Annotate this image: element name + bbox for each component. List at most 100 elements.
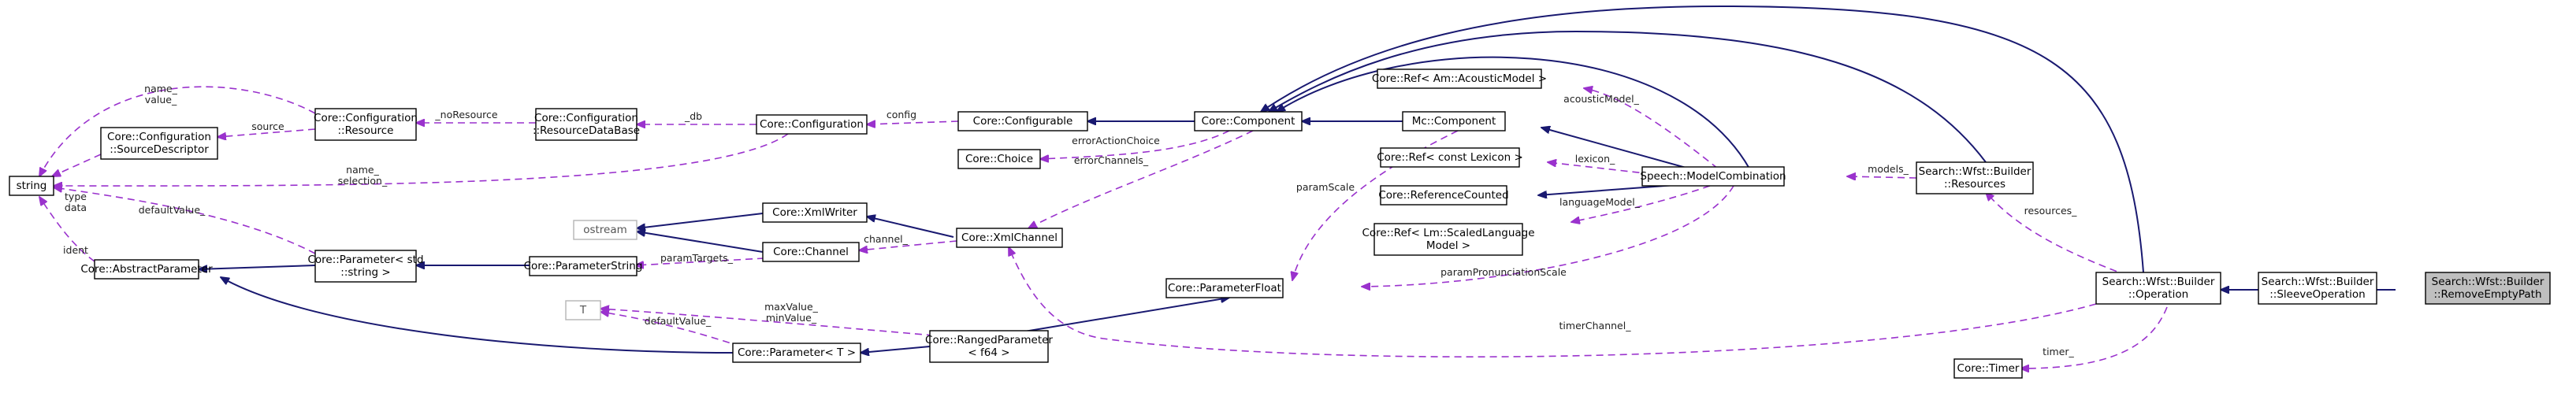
edge-label-value: value_ <box>145 94 177 106</box>
node-mc-component[interactable]: Mc::Component <box>1402 111 1506 131</box>
node-model-combination[interactable]: Speech::ModelCombination <box>1640 166 1786 187</box>
node-xml-channel[interactable]: Core::XmlChannel <box>956 228 1063 248</box>
node-parameter-float-label: Core::ParameterFloat <box>1168 282 1281 294</box>
node-resource-database[interactable]: Core::Configuration ::ResourceDataBase <box>533 108 640 141</box>
node-sleeve-operation[interactable]: Search::Wfst::Builder ::SleeveOperation <box>2258 272 2377 305</box>
node-xml-writer[interactable]: Core::XmlWriter <box>762 202 868 223</box>
edge-parameter-std-string-to-string <box>54 187 316 254</box>
edge-label-timer: timer_ <box>2043 346 2074 357</box>
edge-component-to-choice <box>1040 130 1230 159</box>
edge-label-timer-channel: timerChannel_ <box>1559 320 1632 331</box>
node-resource-database-line2: ::ResourceDataBase <box>533 124 640 137</box>
node-ref-scaled-lm[interactable]: Core::Ref< Lm::ScaledLanguage Model > <box>1362 223 1535 256</box>
node-configurable[interactable]: Core::Configurable <box>957 111 1088 131</box>
node-parameter-t-label: Core::Parameter< T > <box>738 346 856 359</box>
node-parameter-std-string[interactable]: Core::Parameter< std ::string > <box>307 250 424 283</box>
edge-label-db: _db <box>684 110 702 122</box>
node-config-resource-line2: ::Resource <box>337 124 393 137</box>
edge-label-channel: channel_ <box>864 233 908 245</box>
node-ranged-parameter[interactable]: Core::RangedParameter < f64 > <box>925 330 1053 363</box>
node-builder-operation-line2: ::Operation <box>2128 288 2188 301</box>
node-builder-resources[interactable]: Search::Wfst::Builder ::Resources <box>1916 161 2034 194</box>
node-choice-label: Core::Choice <box>965 153 1033 165</box>
edge-label-selection: selection_ <box>338 175 388 187</box>
edge-xml-writer-to-ostream <box>637 213 764 228</box>
node-resource-database-line1: Core::Configuration <box>534 112 638 124</box>
edge-label-max-value: maxValue_ <box>764 301 819 313</box>
node-ostream-label: ostream <box>583 224 627 236</box>
node-xml-channel-label: Core::XmlChannel <box>961 231 1058 244</box>
node-abstract-parameter[interactable]: Core::AbstractParameter <box>80 259 213 280</box>
nodes: string Core::Configuration ::SourceDescr… <box>9 69 2551 379</box>
node-configurable-label: Core::Configurable <box>973 115 1073 128</box>
edge-label-lexicon: lexicon_ <box>1575 153 1615 165</box>
edge-model-combination-to-component <box>1277 56 1750 169</box>
edge-label-acoustic-model: acousticModel_ <box>1563 93 1639 105</box>
edge-component-to-xml-channel <box>1028 130 1254 228</box>
edge-label-ident: ident <box>63 244 88 256</box>
edge-model-combination-to-parameter-float <box>1362 185 1734 287</box>
node-parameter-float[interactable]: Core::ParameterFloat <box>1165 278 1284 298</box>
node-configuration-label: Core::Configuration <box>760 118 864 131</box>
node-t[interactable]: T <box>565 300 601 320</box>
edge-ranged-parameter-to-t <box>600 309 935 336</box>
edge-label-param-pronunciation-scale: paramPronunciationScale <box>1440 266 1567 278</box>
node-source-descriptor[interactable]: Core::Configuration ::SourceDescriptor <box>100 127 218 160</box>
node-source-descriptor-line2: ::SourceDescriptor <box>110 143 209 156</box>
node-string-label: string <box>17 180 47 192</box>
node-builder-resources-line1: Search::Wfst::Builder <box>1919 165 2031 178</box>
node-xml-writer-label: Core::XmlWriter <box>772 206 857 219</box>
edge-builder-operation-to-component <box>1261 5 2144 273</box>
node-config-resource[interactable]: Core::Configuration ::Resource <box>314 108 418 141</box>
node-remove-empty-path-line2: ::RemoveEmptyPath <box>2433 288 2541 301</box>
node-parameter-t[interactable]: Core::Parameter< T > <box>732 343 861 363</box>
node-ref-lexicon-label: Core::Ref< const Lexicon > <box>1377 151 1523 164</box>
node-choice[interactable]: Core::Choice <box>957 149 1041 169</box>
edge-configuration-to-string <box>54 133 789 186</box>
node-string[interactable]: string <box>9 176 54 196</box>
node-reference-counted[interactable]: Core::ReferenceCounted <box>1378 185 1509 206</box>
edge-label-error-action-choice: errorActionChoice <box>1072 135 1160 146</box>
node-ref-acoustic[interactable]: Core::Ref< Am::AcousticModel > <box>1372 69 1547 89</box>
node-configuration[interactable]: Core::Configuration <box>756 114 868 135</box>
edge-model-combination-to-ref-acoustic <box>1584 88 1719 169</box>
node-parameter-string[interactable]: Core::ParameterString <box>524 256 643 276</box>
node-reference-counted-label: Core::ReferenceCounted <box>1378 189 1508 202</box>
edge-label-data: data <box>65 202 87 213</box>
edge-ranged-parameter-to-parameter-float <box>1024 298 1229 332</box>
node-timer[interactable]: Core::Timer <box>1953 358 2023 379</box>
edge-label-default-value: defaultValue_ <box>139 204 206 216</box>
edge-builder-operation-to-timer <box>2020 306 2168 369</box>
edges <box>39 5 2396 369</box>
node-remove-empty-path[interactable]: Search::Wfst::Builder ::RemoveEmptyPath <box>2425 272 2551 305</box>
edge-source-descriptor-to-string <box>52 154 102 176</box>
edge-builder-operation-to-builder-resources <box>1986 192 2128 276</box>
node-model-combination-label: Speech::ModelCombination <box>1640 170 1786 183</box>
edge-label-name-2: name_ <box>346 164 379 176</box>
node-mc-component-label: Mc::Component <box>1412 115 1496 128</box>
node-builder-operation[interactable]: Search::Wfst::Builder ::Operation <box>2095 272 2221 305</box>
edge-labels: name_ value_ type data source _noResourc… <box>63 83 2077 357</box>
edge-label-error-channels: errorChannels_ <box>1074 154 1149 166</box>
node-channel[interactable]: Core::Channel <box>762 242 860 262</box>
node-parameter-std-string-line1: Core::Parameter< std <box>307 254 423 266</box>
edge-label-config: config <box>887 109 916 120</box>
edge-label-models: models_ <box>1868 163 1909 175</box>
node-ranged-parameter-line2: < f64 > <box>968 346 1009 359</box>
node-source-descriptor-line1: Core::Configuration <box>107 131 211 143</box>
edge-label-name: name_ <box>144 83 177 94</box>
edge-label-language-model: languageModel_ <box>1559 196 1641 208</box>
node-ref-lexicon[interactable]: Core::Ref< const Lexicon > <box>1377 147 1523 168</box>
edge-ranged-parameter-to-parameter-t <box>861 346 931 353</box>
edge-label-source: source <box>251 120 284 132</box>
edge-configurable-to-configuration <box>867 121 959 124</box>
node-ref-acoustic-label: Core::Ref< Am::AcousticModel > <box>1372 72 1547 85</box>
node-config-resource-line1: Core::Configuration <box>314 112 418 124</box>
node-ostream[interactable]: ostream <box>573 220 637 240</box>
node-component[interactable]: Core::Component <box>1194 111 1303 131</box>
node-t-label: T <box>579 304 587 317</box>
edge-xml-channel-to-channel <box>859 240 957 250</box>
edge-parameter-t-to-abstract-parameter <box>221 277 734 354</box>
node-timer-label: Core::Timer <box>1957 362 2020 375</box>
